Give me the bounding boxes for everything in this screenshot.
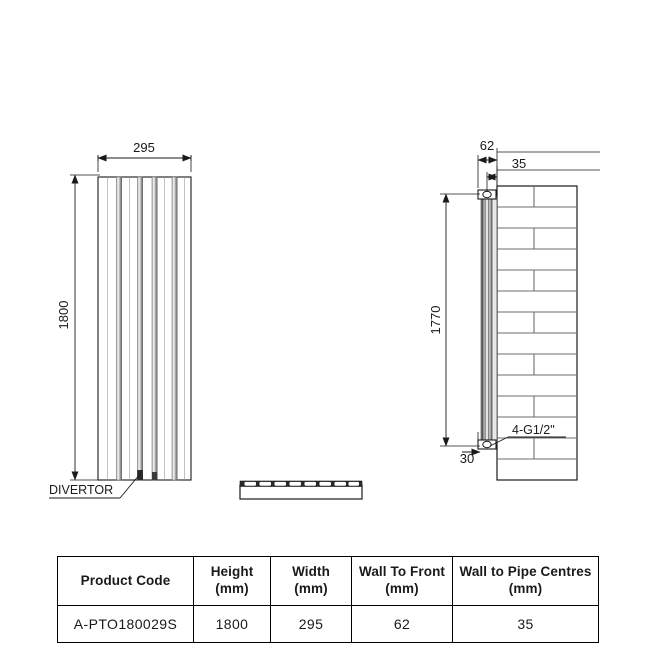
plan-base-bar <box>239 484 363 500</box>
cell-wall-to-front: 62 <box>351 605 453 643</box>
header-wall-to-front-title: Wall To Front <box>358 564 446 580</box>
dimension-width-295: 295 <box>97 140 192 172</box>
header-wall-to-pipe-centres-title: Wall to Pipe Centres <box>459 564 592 580</box>
connection-annotation: 4-G1/2" <box>489 423 566 447</box>
product-specification-table: Product Code Height (mm) Width (mm) Wall… <box>57 556 599 643</box>
dim-label-wall-to-front-62: 62 <box>480 138 494 153</box>
brick-wall <box>496 185 578 481</box>
dimension-pipe-centre-height-1770: 1770 <box>428 193 480 447</box>
cell-height: 1800 <box>193 605 271 643</box>
front-elevation-view: 295 1800 DIVERTOR <box>49 140 192 499</box>
divertor-marker-secondary <box>152 472 158 480</box>
dim-label-bottom-offset-30: 30 <box>460 451 474 466</box>
side-section-view-with-wall: 62 35 1770 30 <box>428 138 600 481</box>
header-width-title: Width <box>292 564 330 580</box>
dimension-wall-to-front-62: 62 <box>477 138 600 188</box>
cell-wall-to-pipe-centres: 35 <box>452 605 599 643</box>
dim-label-wall-to-pipe-centres-35: 35 <box>512 156 526 171</box>
dim-label-width-295: 295 <box>133 140 155 155</box>
header-product-code-title: Product Code <box>80 572 171 588</box>
header-wall-to-pipe-centres-unit: (mm) <box>508 581 543 596</box>
dim-label-pipe-centre-height-1770: 1770 <box>428 306 443 335</box>
divertor-annotation: DIVERTOR <box>49 473 141 499</box>
dim-label-height-1800: 1800 <box>56 301 71 330</box>
radiator-side-profile <box>477 189 498 450</box>
header-height: Height (mm) <box>193 556 271 606</box>
plan-top-view <box>239 480 363 500</box>
divertor-marker <box>137 470 143 480</box>
plan-valve-blocks <box>243 481 360 487</box>
bottom-pipe-connection <box>477 439 497 450</box>
dimension-bottom-offset-30: 30 <box>460 432 481 466</box>
header-width: Width (mm) <box>270 556 352 606</box>
radiator-fins <box>107 176 185 481</box>
wall-bracket-plate <box>491 195 498 445</box>
header-wall-to-front: Wall To Front (mm) <box>351 556 453 606</box>
cell-width: 295 <box>270 605 352 643</box>
dimension-height-1800: 1800 <box>56 174 100 481</box>
dimension-wall-to-pipe-centres-35: 35 <box>486 156 600 192</box>
table-header-row: Product Code Height (mm) Width (mm) Wall… <box>57 556 599 606</box>
connection-label: 4-G1/2" <box>512 423 555 437</box>
radiator-body-side <box>482 195 493 445</box>
header-wall-to-front-unit: (mm) <box>385 581 419 596</box>
header-height-title: Height <box>210 564 254 580</box>
divertor-label: DIVERTOR <box>49 483 113 497</box>
cell-product-code: A-PTO180029S <box>57 605 194 643</box>
header-width-unit: (mm) <box>294 581 328 596</box>
header-height-unit: (mm) <box>215 581 249 596</box>
header-wall-to-pipe-centres: Wall to Pipe Centres (mm) <box>452 556 599 606</box>
table-row: A-PTO180029S 1800 295 62 35 <box>57 605 599 643</box>
header-product-code: Product Code <box>57 556 194 606</box>
